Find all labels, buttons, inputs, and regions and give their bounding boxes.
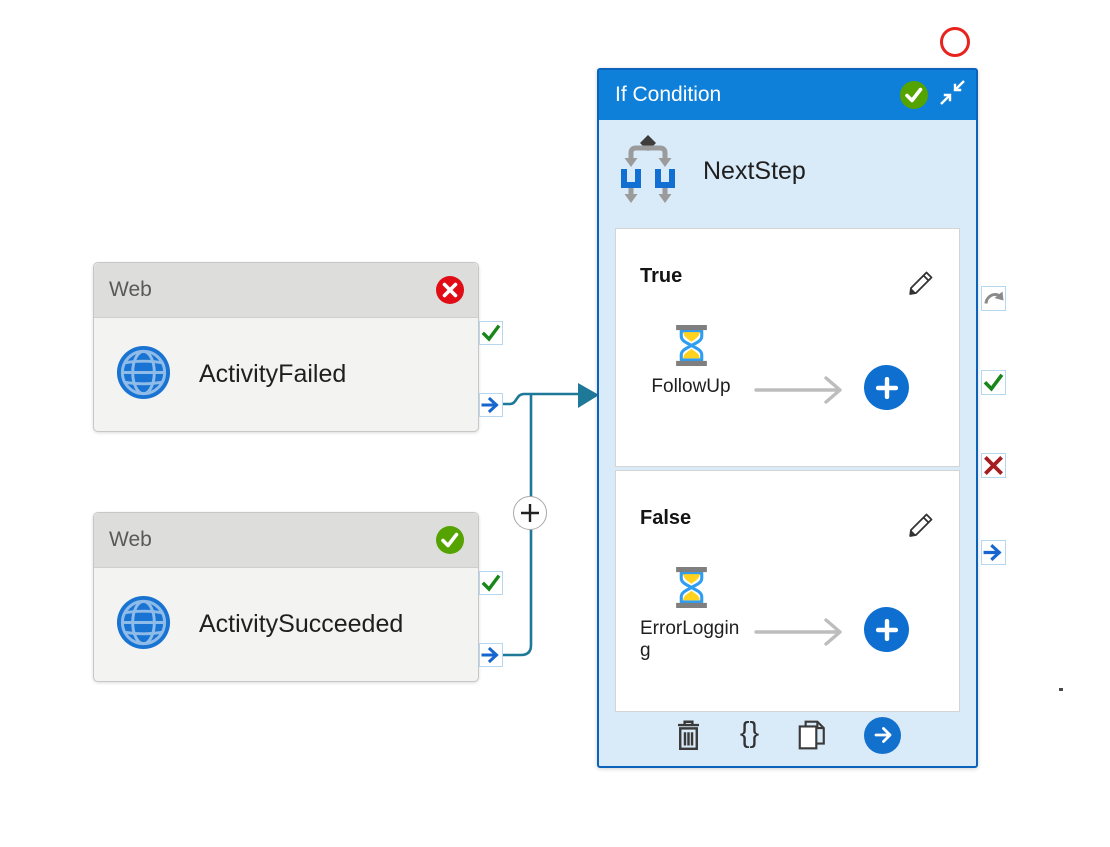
activity-name: ActivitySucceeded xyxy=(199,610,404,638)
success-status-icon xyxy=(435,525,465,555)
activity-header: Web xyxy=(94,263,478,318)
red-circle-annotation xyxy=(940,27,970,57)
if-condition-title: If Condition xyxy=(615,83,722,106)
arrow-icon xyxy=(983,544,1002,561)
if-condition-branch-icon xyxy=(617,134,679,209)
completion-port[interactable] xyxy=(479,393,503,417)
completion-port[interactable] xyxy=(981,540,1006,565)
branch-label: True xyxy=(640,265,683,287)
child-activity-name: FollowUp xyxy=(651,376,731,397)
child-activity[interactable]: FollowUp xyxy=(640,325,742,398)
arrow-icon xyxy=(481,396,499,414)
success-status-icon xyxy=(899,80,929,110)
error-status-icon xyxy=(435,275,465,305)
pencil-icon[interactable] xyxy=(907,269,935,297)
branch-label: False xyxy=(640,507,692,529)
activity-type-label: Web xyxy=(109,278,152,301)
trash-icon[interactable] xyxy=(674,719,703,751)
plus-icon xyxy=(875,618,898,641)
failure-port[interactable] xyxy=(981,453,1006,478)
plus-icon xyxy=(521,504,539,522)
success-port[interactable] xyxy=(981,370,1006,395)
collapse-arrows-icon[interactable] xyxy=(939,79,966,112)
redo-icon xyxy=(984,291,1004,304)
success-port[interactable] xyxy=(479,571,503,595)
add-connection-button[interactable] xyxy=(513,496,547,530)
activity-box-activitysucceeded[interactable]: Web A xyxy=(93,512,503,682)
activity-header: Web xyxy=(94,513,478,568)
globe-icon xyxy=(115,594,172,656)
stray-dot xyxy=(1059,688,1063,691)
add-activity-button[interactable] xyxy=(864,607,909,652)
false-branch-card: False ErrorLogging xyxy=(615,470,960,712)
hourglass-icon xyxy=(640,325,742,371)
activity-body: ActivitySucceeded xyxy=(94,568,478,681)
activity-box-activityfailed[interactable]: Web A xyxy=(93,262,503,432)
add-activity-button[interactable] xyxy=(864,365,909,410)
check-icon xyxy=(983,373,1004,392)
child-activity-name: ErrorLogging xyxy=(640,618,740,661)
copy-icon[interactable] xyxy=(796,719,827,751)
skip-port[interactable] xyxy=(981,286,1006,311)
arrow-icon xyxy=(874,727,892,743)
arrow-icon xyxy=(481,646,499,664)
flow-arrow-icon xyxy=(754,617,858,652)
globe-icon xyxy=(115,344,172,406)
plus-icon xyxy=(875,376,898,399)
navigate-arrow-button[interactable] xyxy=(864,716,902,754)
x-icon xyxy=(984,456,1003,475)
check-icon xyxy=(481,324,501,342)
flow-arrow-icon xyxy=(754,375,858,410)
activity-name: ActivityFailed xyxy=(199,360,347,388)
braces-icon[interactable]: {} xyxy=(739,716,760,749)
hourglass-icon xyxy=(640,567,742,613)
activity-body: ActivityFailed xyxy=(94,318,478,431)
child-activity[interactable]: ErrorLogging xyxy=(640,567,742,662)
if-condition-name-row: NextStep xyxy=(599,120,976,209)
success-port[interactable] xyxy=(479,321,503,345)
completion-port[interactable] xyxy=(479,643,503,667)
if-condition-header[interactable]: If Condition xyxy=(599,70,976,120)
check-icon xyxy=(481,574,501,592)
if-condition-activity-name: NextStep xyxy=(703,157,806,185)
pencil-icon[interactable] xyxy=(907,511,935,539)
if-condition-toolbar: {} xyxy=(599,712,976,758)
if-condition-panel[interactable]: If Condition xyxy=(597,68,978,768)
activity-type-label: Web xyxy=(109,528,152,551)
true-branch-card: True FollowUp xyxy=(615,228,960,467)
